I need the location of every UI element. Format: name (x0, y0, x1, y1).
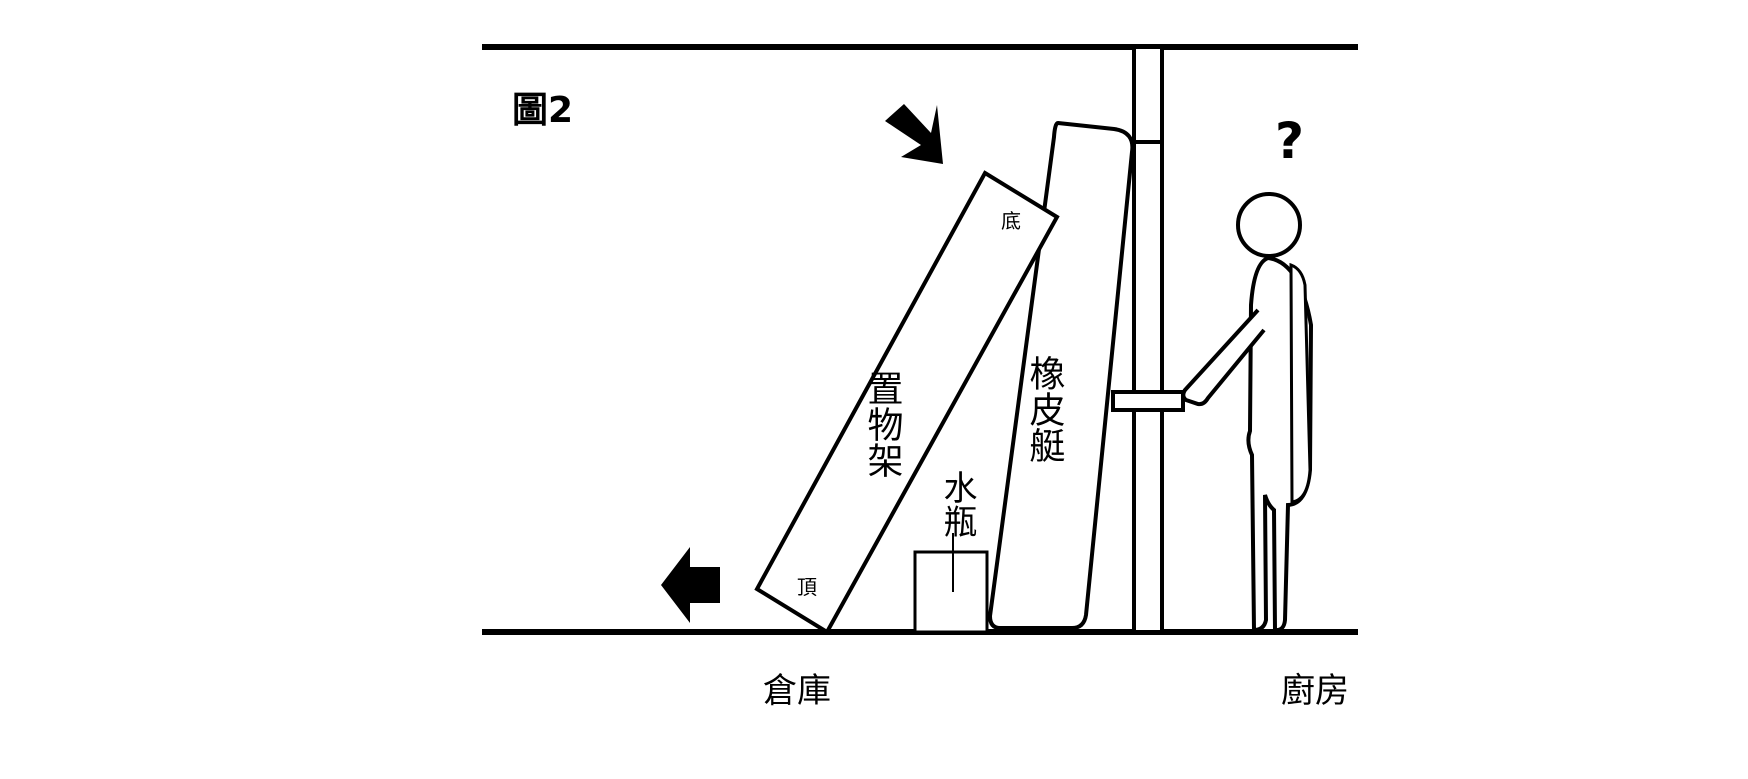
water-bottle-box (913, 550, 989, 634)
kitchen-label: 廚房 (1281, 671, 1349, 711)
shelf (754, 170, 1060, 635)
door-handle (1111, 390, 1185, 412)
figure-title: 圖2 (512, 90, 573, 131)
person-arm (1181, 308, 1266, 407)
door-frame (1132, 45, 1164, 634)
shelf-label: 置物架 (862, 370, 903, 478)
rubber-raft (987, 120, 1135, 630)
water-bottle-label: 水瓶 (937, 470, 977, 538)
person-head (1236, 192, 1302, 258)
raft-label: 橡皮艇 (1024, 355, 1066, 463)
diagonal-arrow-icon (885, 104, 943, 164)
shelf-bottom-label: 底 (1001, 209, 1021, 233)
question-mark-icon: ? (1275, 112, 1304, 170)
shelf-top-label: 頂 (797, 575, 817, 599)
storage-room-label: 倉庫 (763, 671, 831, 711)
left-arrow-icon (661, 547, 720, 623)
person-back-outline (1289, 262, 1312, 504)
